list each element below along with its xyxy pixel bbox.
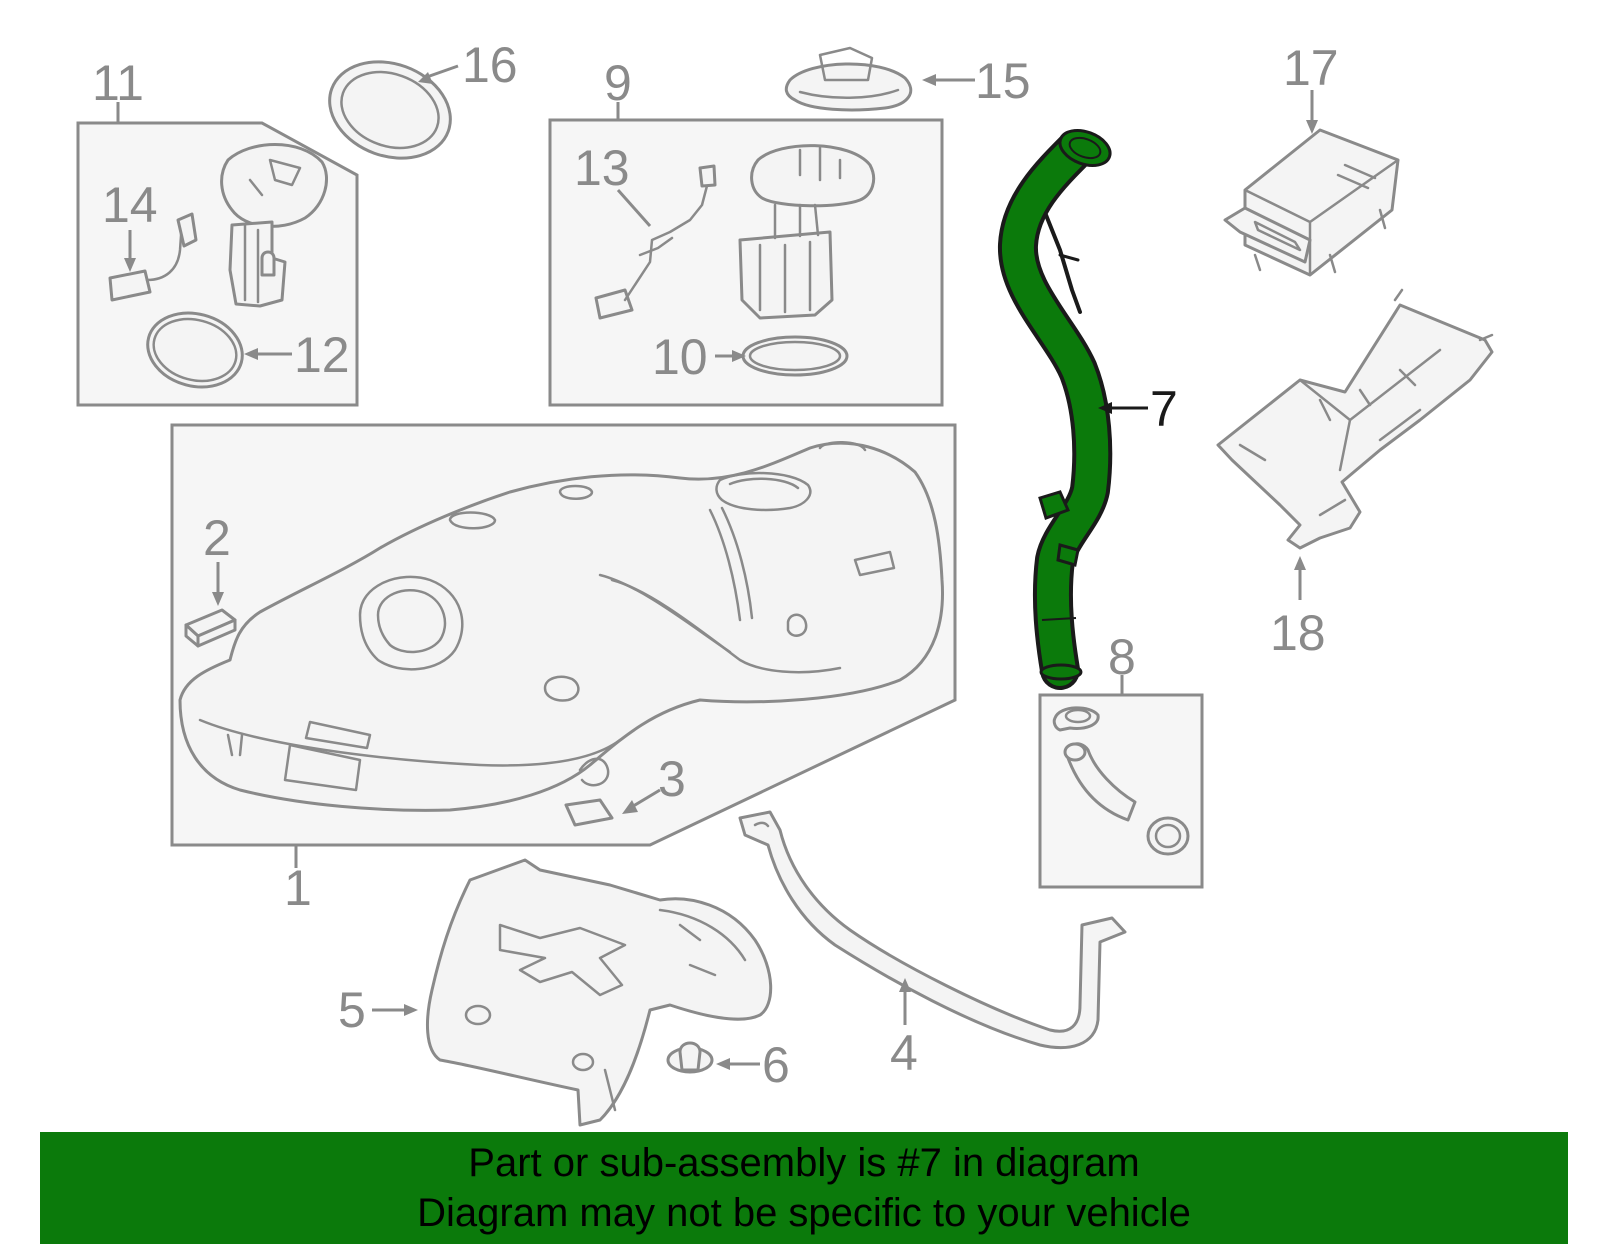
- callout-11: 11: [92, 55, 144, 111]
- leader-3: [629, 788, 661, 810]
- fuel-pump-assembly-9[interactable]: [738, 144, 876, 320]
- callout-17: 17: [1283, 40, 1339, 96]
- insulator-pad-3[interactable]: [564, 798, 614, 827]
- banner-line-2: Diagram may not be specific to your vehi…: [417, 1191, 1191, 1235]
- control-module-17[interactable]: [1223, 128, 1400, 277]
- seal-ring-12[interactable]: [139, 303, 250, 397]
- push-pin-6[interactable]: [666, 1041, 714, 1074]
- fuel-pump-assembly-11[interactable]: [220, 143, 328, 308]
- callout-7: 7: [1150, 381, 1178, 437]
- callout-6: 6: [762, 1037, 790, 1093]
- callout-3: 3: [658, 751, 686, 807]
- fuel-level-sensor-14[interactable]: [108, 212, 198, 302]
- group-box-8: [1038, 675, 1204, 889]
- callout-15: 15: [975, 53, 1031, 109]
- seal-ring-10[interactable]: [741, 335, 849, 377]
- lock-ring-16[interactable]: [316, 46, 464, 175]
- callout-5: 5: [338, 982, 366, 1038]
- callout-12: 12: [294, 327, 350, 383]
- leader-13: [616, 189, 652, 227]
- pump-cover-15[interactable]: [784, 46, 913, 112]
- callout-14: 14: [102, 177, 158, 233]
- fuel-tank-1[interactable]: [178, 441, 944, 812]
- tank-strap-4[interactable]: [738, 810, 1127, 1049]
- banner-line-1: Part or sub-assembly is #7 in diagram: [468, 1141, 1140, 1185]
- fuel-filler-pipe-7[interactable]: [998, 124, 1115, 690]
- callout-1: 1: [284, 860, 312, 916]
- callout-10: 10: [652, 329, 708, 385]
- callout-16: 16: [462, 37, 518, 93]
- heat-shield-5[interactable]: [426, 858, 773, 1127]
- callout-4: 4: [890, 1025, 918, 1081]
- callout-8: 8: [1108, 629, 1136, 685]
- callout-18: 18: [1270, 605, 1326, 661]
- callout-9: 9: [604, 55, 632, 111]
- filler-pipe-body: [1002, 134, 1109, 686]
- module-bracket-18[interactable]: [1216, 288, 1494, 550]
- notice-banner: Part or sub-assembly is #7 in diagram Di…: [40, 1132, 1568, 1244]
- callout-13: 13: [574, 140, 630, 196]
- callout-2: 2: [203, 510, 231, 566]
- hose-and-clamps-8[interactable]: [1052, 706, 1190, 856]
- insulator-pad-2[interactable]: [184, 608, 237, 648]
- fuel-level-sensor-13[interactable]: [594, 164, 717, 320]
